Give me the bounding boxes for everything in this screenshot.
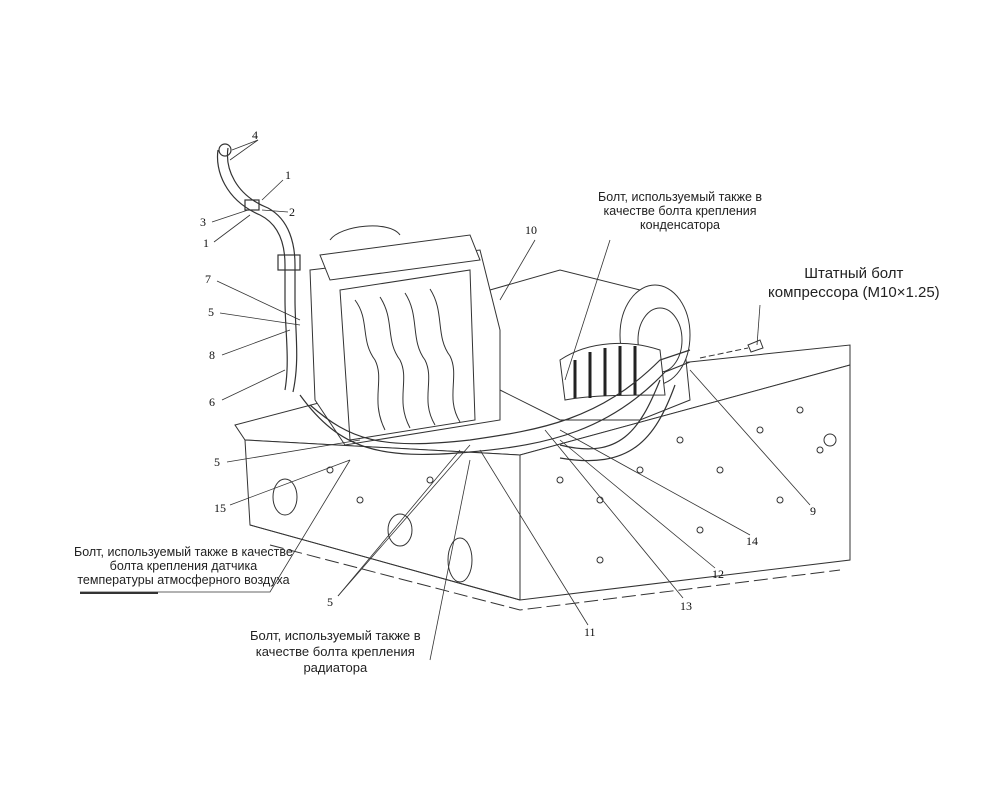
callout-number: 12 [712,567,724,581]
callout-number: 9 [810,504,816,518]
note-line: радиатора [303,660,368,675]
callout-number: 4 [252,128,258,142]
note-line: качестве болта крепления [255,644,415,659]
note-sensor-bolt: Болт, используемый также в качестве болт… [74,545,293,587]
callout-number: 13 [680,599,692,613]
callout-number: 5 [208,305,214,319]
callout-number: 3 [200,215,206,229]
callout-number: 11 [584,625,596,639]
compressor [489,269,691,421]
hoses [299,349,691,462]
callout-number: 5 [214,455,220,469]
pipe-assembly [216,143,301,393]
callout-number: 6 [209,395,215,409]
note-line: качестве болта крепления [603,204,757,218]
note-line: Штатный болт [804,265,904,282]
compressor-bolt-icon [699,339,764,359]
note-line: Болт, используемый также в [598,190,763,204]
note-condenser-bolt: Болт, используемый также в качестве болт… [598,190,762,232]
callout-number: 5 [327,595,333,609]
callout-number: 15 [214,501,226,515]
callout-number: 2 [289,205,295,219]
note-line: Болт, используемый также в [250,628,421,643]
leader-lines [80,139,811,661]
callout-number: 10 [525,223,537,237]
note-line: температуры атмосферного воздуха [77,573,290,587]
radiator [309,225,501,446]
callout-number: 1 [285,168,291,182]
note-compressor-bolt: Штатный болт компрессора (M10×1.25) [768,264,940,302]
note-line: Болт, используемый также в качестве [74,545,293,559]
callout-number: 14 [746,534,758,548]
callout-number: 7 [205,272,211,286]
note-line: конденсатора [640,218,721,232]
note-line: болта крепления датчика [109,559,258,573]
callout-number: 8 [209,348,215,362]
note-line: компрессора (M10×1.25) [768,284,940,301]
callout-number: 1 [203,236,209,250]
note-radiator-bolt: Болт, используемый также в качестве болт… [250,628,421,676]
